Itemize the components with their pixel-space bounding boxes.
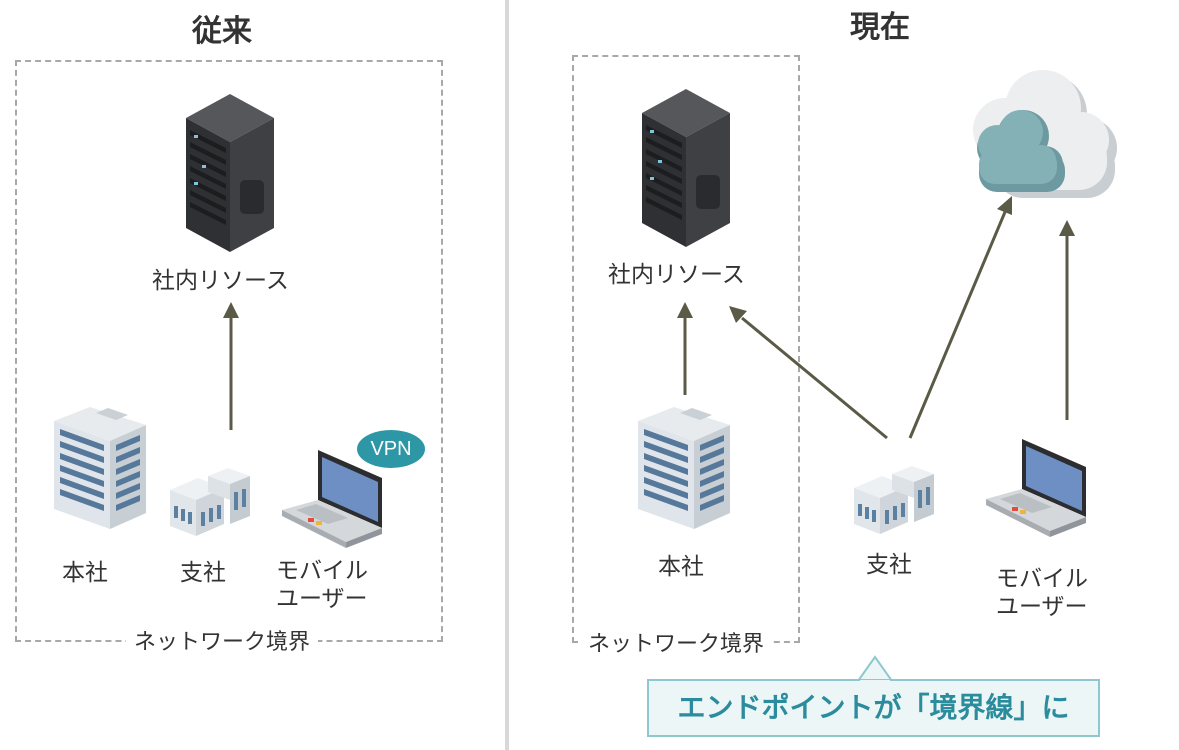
left-branch-label: 支社 — [180, 560, 226, 586]
right-mobile-label-line1: モバイル — [996, 566, 1088, 592]
section-divider — [505, 0, 509, 750]
branch-building-icon — [170, 468, 250, 536]
callout-pointer-mask — [860, 680, 890, 683]
right-branch-label: 支社 — [866, 552, 912, 578]
office-tower-icon — [638, 407, 730, 529]
laptop-icon — [282, 450, 382, 548]
left-mobile-label-line2: ユーザー — [276, 586, 368, 612]
right-mobile-label-line2: ユーザー — [996, 594, 1088, 620]
right-hq-label: 本社 — [658, 554, 704, 580]
branch-building-icon — [854, 466, 934, 534]
right-resource-label: 社内リソース — [608, 262, 745, 288]
right-boundary-label: ネットワーク境界 — [580, 626, 773, 658]
laptop-icon — [986, 439, 1086, 537]
left-resource-label: 社内リソース — [152, 268, 289, 294]
left-title: 従来 — [192, 14, 252, 49]
right-title: 現在 — [850, 10, 910, 45]
vpn-badge: VPN — [357, 430, 425, 468]
left-hq-label: 本社 — [62, 560, 108, 586]
server-icon — [642, 89, 730, 247]
office-tower-icon — [54, 407, 146, 529]
cloud-icon — [973, 70, 1117, 198]
left-mobile-label-line1: モバイル — [276, 558, 368, 584]
endpoint-boundary-callout: エンドポイントが「境界線」に — [647, 679, 1100, 737]
callout-text: エンドポイントが「境界線」に — [677, 691, 1070, 724]
left-boundary-label: ネットワーク境界 — [126, 624, 319, 656]
server-icon — [186, 94, 274, 252]
